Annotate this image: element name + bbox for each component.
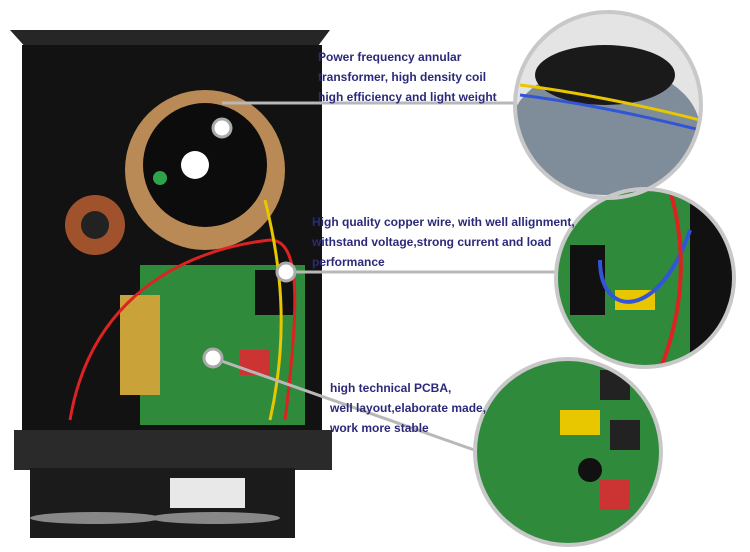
marker-wire — [275, 261, 297, 283]
caption-line: withstand voltage,strong current and loa… — [312, 235, 552, 249]
marker-pcba — [202, 347, 224, 369]
zoom-transformer — [516, 13, 700, 197]
caption-line: High quality copper wire, with well alli… — [312, 215, 575, 229]
zoom-pcba — [476, 360, 660, 544]
callout-transformer: Power frequency annular transformer, hig… — [318, 47, 497, 107]
callout-wire: High quality copper wire, with well alli… — [312, 212, 575, 272]
caption-line: high technical PCBA, — [330, 381, 452, 395]
leader-lines — [212, 101, 560, 454]
caption-line: performance — [312, 255, 385, 269]
callout-pcba: high technical PCBA, well layout,elabora… — [330, 378, 486, 438]
transformer — [65, 90, 285, 255]
caption-line: transformer, high density coil — [318, 70, 487, 84]
pcb-board — [68, 199, 305, 425]
zoom-wire — [557, 190, 733, 366]
caption-line: high efficiency and light weight — [318, 90, 497, 104]
marker-transformer — [211, 117, 233, 139]
caption-line: work more stable — [330, 421, 429, 435]
caption-line: Power frequency annular — [318, 50, 462, 64]
caption-line: well layout,elaborate made, — [330, 401, 487, 415]
